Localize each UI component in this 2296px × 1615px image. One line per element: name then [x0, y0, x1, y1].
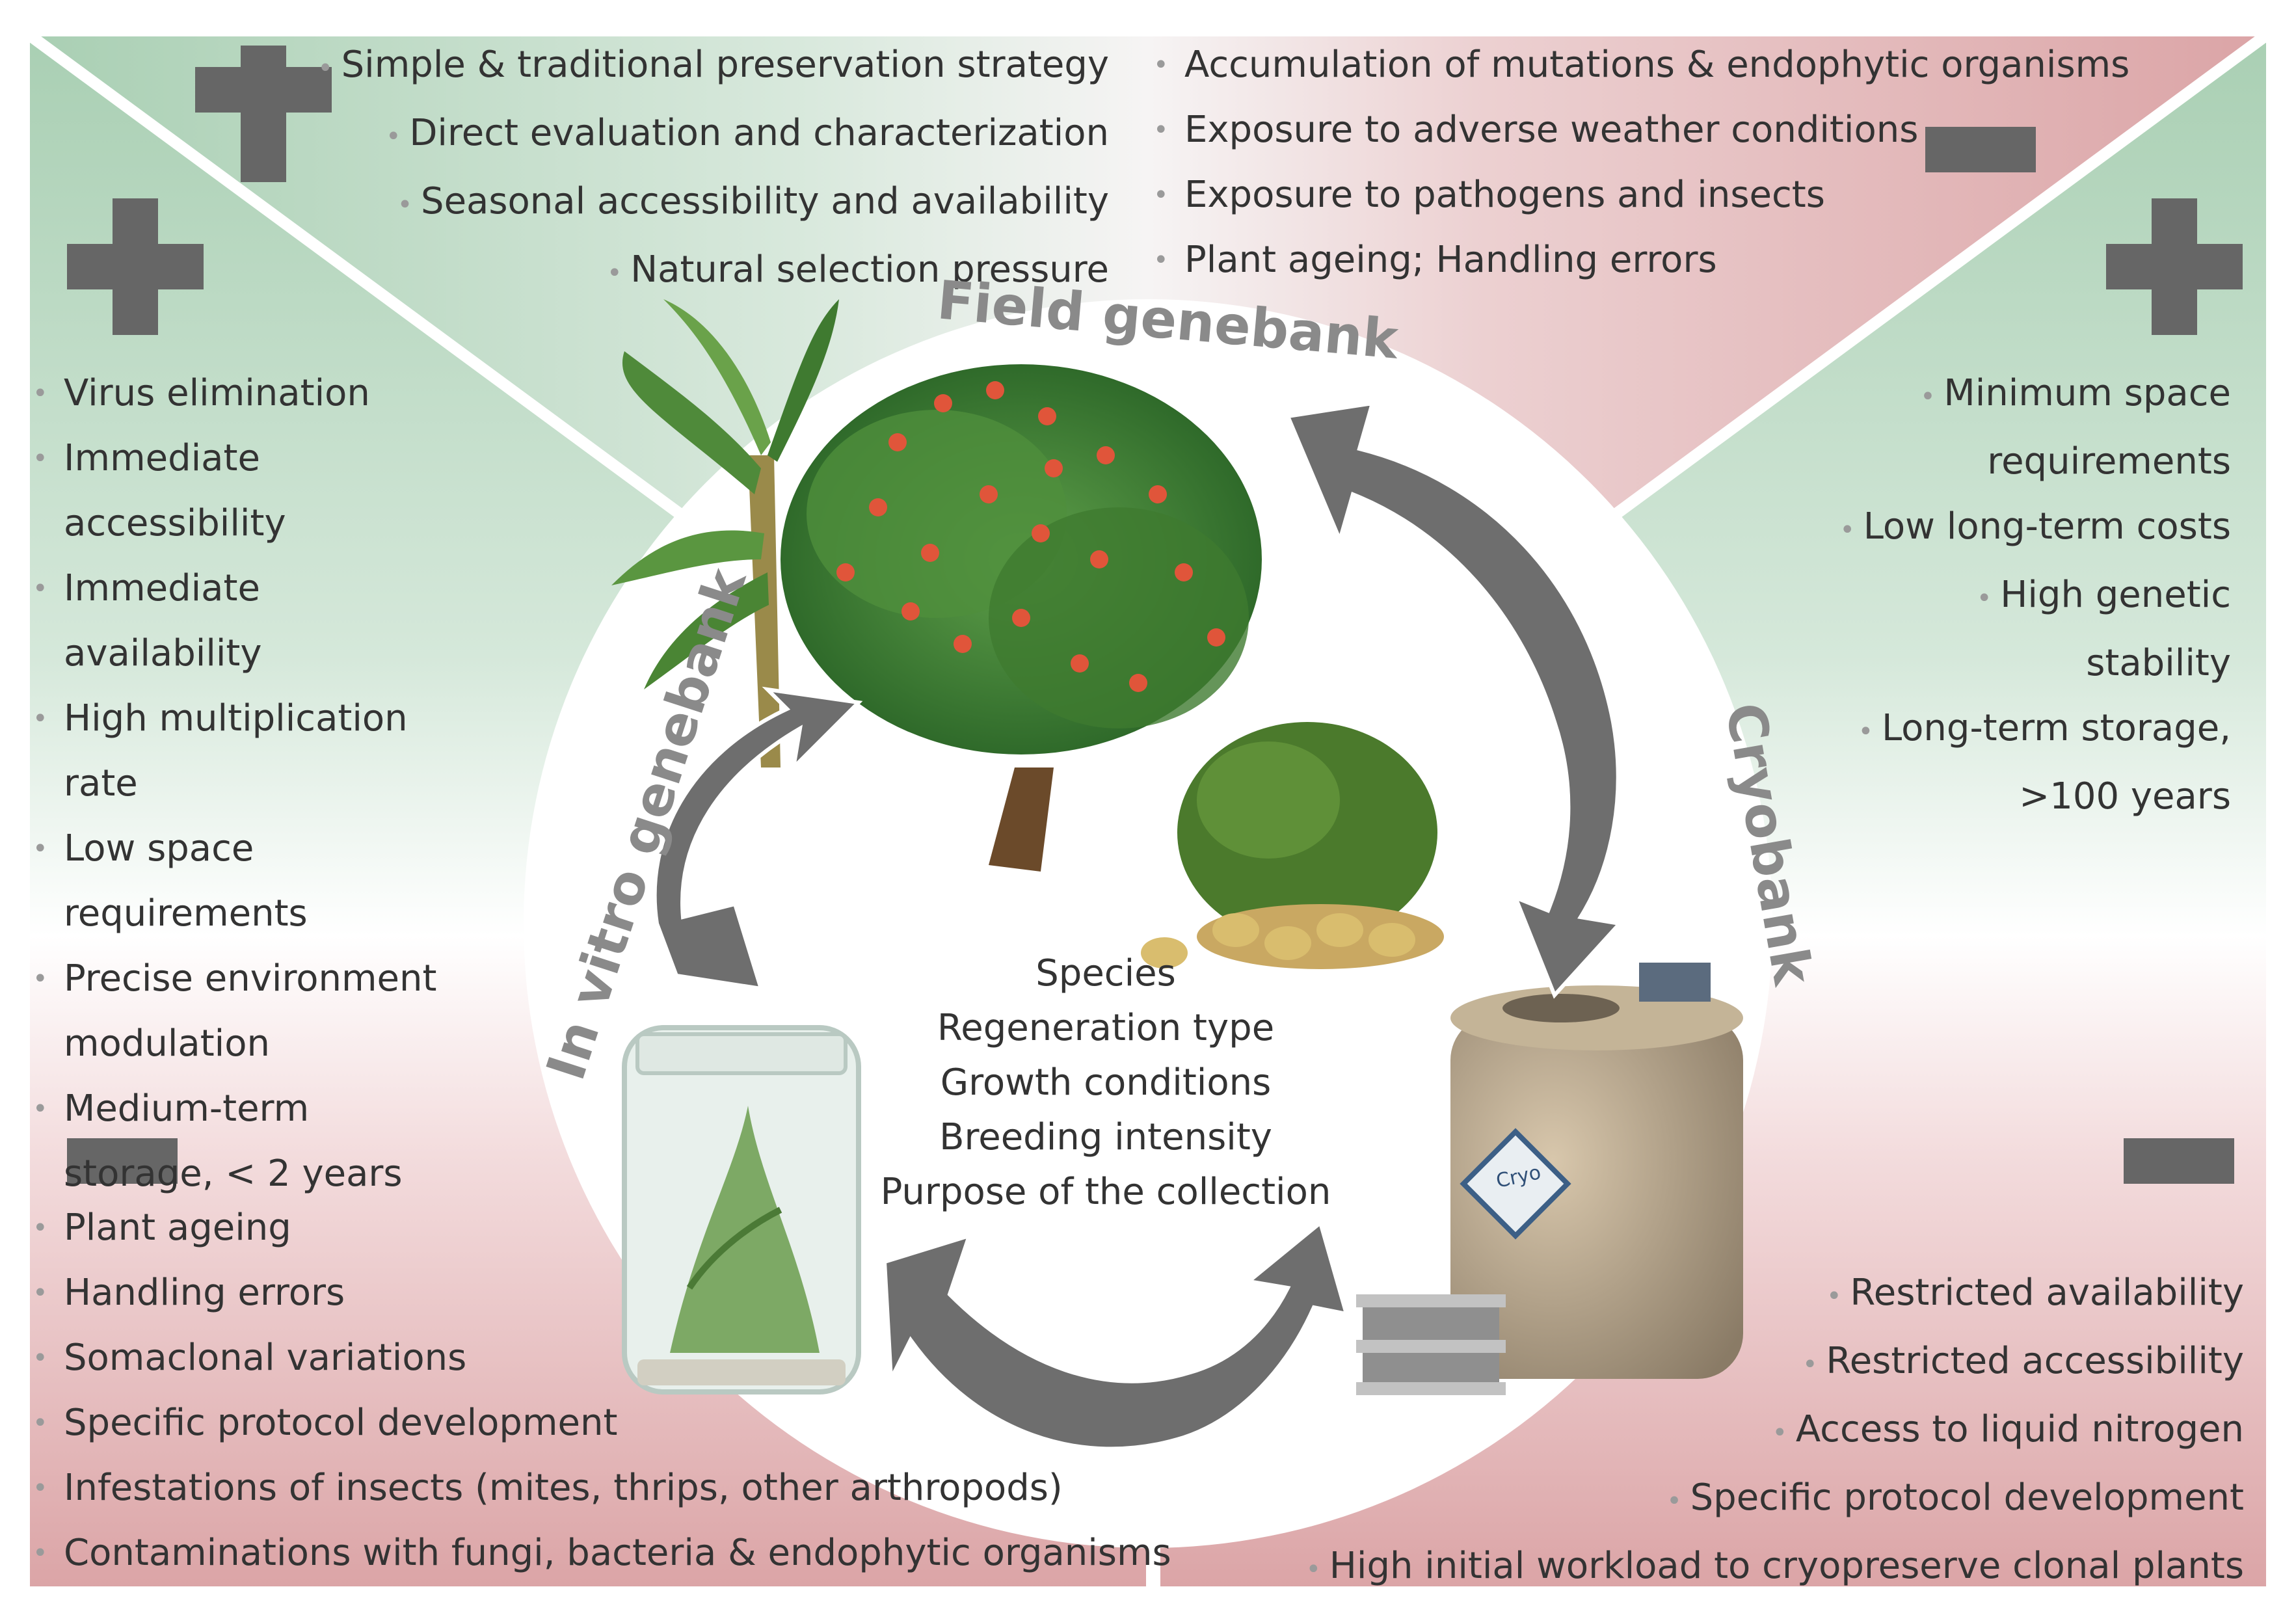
- apple-tree-image: [781, 364, 1262, 872]
- list-item: Exposure to pathogens and insects: [1148, 163, 2129, 228]
- list-item: Virus elimination: [27, 361, 444, 426]
- center-factors: Species Regeneration type Growth conditi…: [846, 946, 1366, 1220]
- center-factor: Growth conditions: [940, 1061, 1272, 1104]
- list-item: High genetic stability: [1828, 563, 2231, 696]
- list-item: Specific protocol development: [27, 1391, 1171, 1456]
- arrow-field-invitro: [652, 686, 863, 991]
- arrow-field-cryo: [1285, 401, 1623, 999]
- list-item: Low space requirements: [27, 816, 444, 946]
- list-item: Immediate availability: [27, 556, 444, 686]
- list-item: Plant ageing; Handling errors: [1148, 228, 2129, 293]
- center-factor: Purpose of the collection: [880, 1171, 1331, 1213]
- list-item: Restricted accessibility: [1305, 1329, 2244, 1397]
- cryo-disadvantages-list: Restricted availability Restricted acces…: [1305, 1261, 2244, 1602]
- field-disadvantages-list: Accumulation of mutations & endophytic o…: [1148, 33, 2129, 293]
- invitro-advantages-list: Virus elimination Immediate accessibilit…: [27, 361, 444, 1207]
- list-item: High multiplication rate: [27, 686, 444, 816]
- list-item: Specific protocol development: [1305, 1465, 2244, 1534]
- invitro-disadvantages-list: Plant ageing Handling errors Somaclonal …: [27, 1195, 1171, 1586]
- list-item: Low long-term costs: [1828, 494, 2231, 563]
- list-item: Contaminations with fungi, bacteria & en…: [27, 1521, 1171, 1586]
- list-item: Restricted availability: [1305, 1261, 2244, 1329]
- list-item: Handling errors: [27, 1261, 1171, 1326]
- center-factor: Regeneration type: [937, 1007, 1275, 1049]
- list-item: High initial workload to cryopreserve cl…: [1305, 1534, 2244, 1602]
- list-item: Minimum space requirements: [1828, 361, 2231, 494]
- minus-icon-right: [2124, 1138, 2234, 1184]
- list-item: Somaclonal variations: [27, 1326, 1171, 1391]
- list-item: Infestations of insects (mites, thrips, …: [27, 1456, 1171, 1521]
- center-factor: Breeding intensity: [939, 1116, 1272, 1158]
- list-item: Long-term storage, >100 years: [1828, 696, 2231, 829]
- list-item: Medium-term storage, < 2 years: [27, 1076, 444, 1207]
- list-item: Seasonal accessibility and availability: [317, 169, 1109, 237]
- plus-icon-left: [113, 198, 158, 335]
- list-item: Natural selection pressure: [317, 237, 1109, 306]
- list-item: Exposure to adverse weather conditions: [1148, 98, 2129, 163]
- list-item: Direct evaluation and characterization: [317, 101, 1109, 169]
- list-item: Accumulation of mutations & endophytic o…: [1148, 33, 2129, 98]
- potato-plant-image: [1141, 722, 1444, 969]
- plus-icon-top: [241, 46, 286, 182]
- list-item: Plant ageing: [27, 1195, 1171, 1261]
- cryo-advantages-list: Minimum space requirements Low long-term…: [1828, 361, 2231, 829]
- plus-icon-right: [2152, 198, 2197, 335]
- field-advantages-list: Simple & traditional preservation strate…: [317, 33, 1109, 306]
- list-item: Simple & traditional preservation strate…: [317, 33, 1109, 101]
- list-item: Precise environment modulation: [27, 946, 444, 1076]
- list-item: Immediate accessibility: [27, 426, 444, 556]
- list-item: Access to liquid nitrogen: [1305, 1397, 2244, 1465]
- center-factor: Species: [1035, 952, 1176, 994]
